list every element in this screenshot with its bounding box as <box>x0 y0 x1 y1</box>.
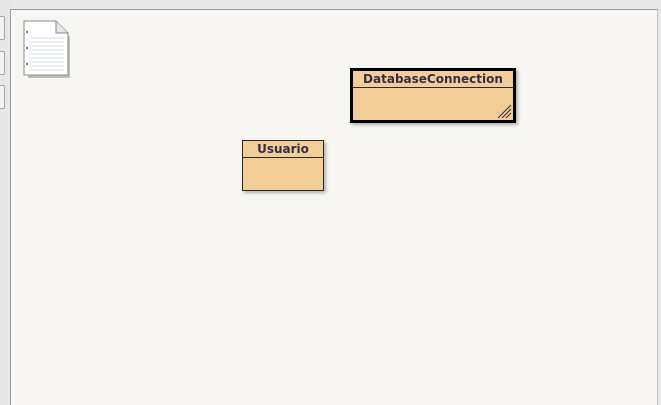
class-name: DatabaseConnection <box>353 71 513 88</box>
side-tab-3[interactable] <box>0 85 5 109</box>
class-name: Usuario <box>243 141 323 158</box>
side-tab-1[interactable] <box>0 16 5 40</box>
diagram-canvas[interactable]: DatabaseConnection Usuario <box>10 9 658 405</box>
notepad-icon[interactable] <box>23 20 71 78</box>
side-tab-2[interactable] <box>0 51 5 75</box>
resize-grip-icon[interactable] <box>496 103 512 119</box>
class-databaseconnection[interactable]: DatabaseConnection <box>350 68 516 123</box>
left-strip <box>0 0 10 405</box>
class-usuario[interactable]: Usuario <box>242 140 324 191</box>
